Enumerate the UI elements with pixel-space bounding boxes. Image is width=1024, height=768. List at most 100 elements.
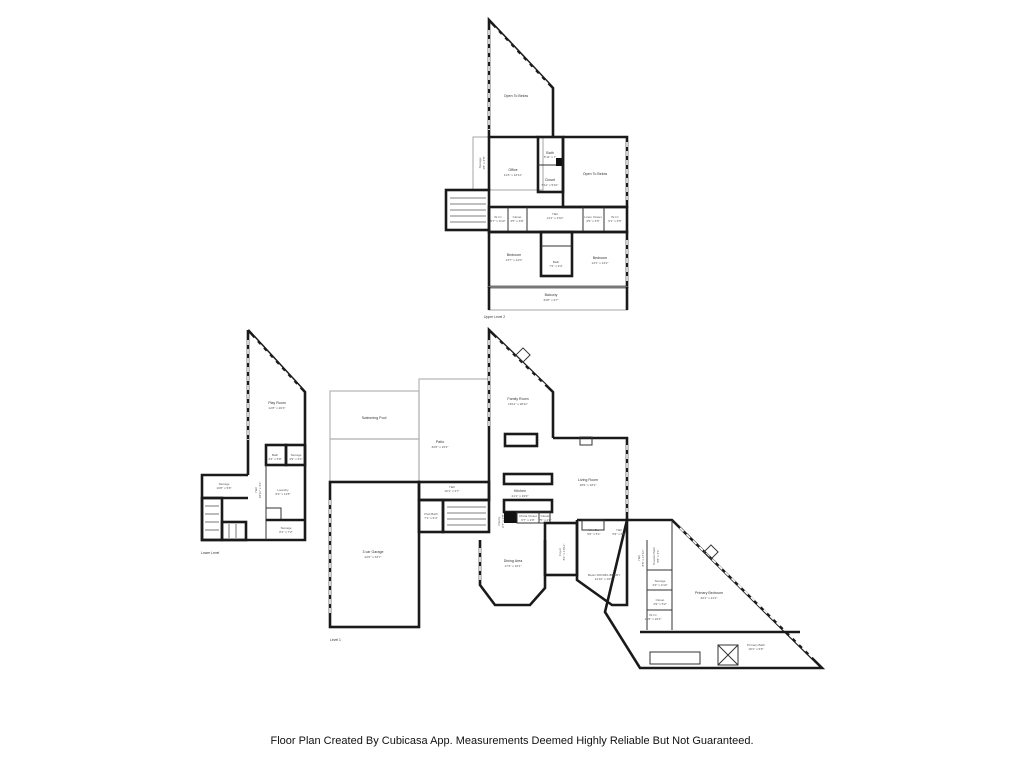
storage-l1-dim: 4'9" x 4'10": [652, 583, 667, 587]
hall-left-label: Hall: [449, 485, 455, 489]
svg-text:Family Room: Family Room: [507, 397, 528, 401]
play-room-dim: 12'8" x 20'3": [269, 406, 286, 410]
wic-l1-dim: 13'8" x 10'2": [645, 617, 662, 621]
svg-text:10'8" x 5'8": 10'8" x 5'8": [216, 486, 231, 490]
svg-text:4'4" x 5'8": 4'4" x 5'8": [268, 457, 282, 461]
pantry-dim: 6'7" x 2'8": [501, 514, 505, 528]
svg-text:4'9" x 4'10": 4'9" x 4'10": [652, 583, 667, 587]
svg-text:3 car Garage: 3 car Garage: [363, 550, 384, 554]
svg-text:Closet: Closet: [513, 215, 522, 219]
lower-hall-dim: 18'11" x 3'1": [258, 482, 262, 499]
lower-storage-small-dim: 4'9" x 5'1": [289, 457, 303, 461]
svg-text:Level 1: Level 1: [330, 638, 341, 642]
svg-text:Patio: Patio: [436, 440, 444, 444]
svg-text:18'11" x 3'1": 18'11" x 3'1": [258, 482, 262, 499]
lower-storage-left-label: Storage: [219, 482, 230, 486]
linen-closet-label: Linen Closet: [584, 215, 601, 219]
closet-left-dim: 3'5" x 3'8": [510, 219, 524, 223]
laundry-label: Laundry: [277, 488, 289, 492]
bedroom-left-dim: 13'7" x 12'0": [506, 258, 523, 262]
svg-text:Play Room: Play Room: [268, 401, 286, 405]
svg-text:33'8" x 4'7": 33'8" x 4'7": [543, 298, 558, 302]
svg-text:11'6" x 16'11": 11'6" x 16'11": [504, 173, 522, 177]
svg-text:4'8" x 2'8": 4'8" x 2'8": [482, 156, 486, 170]
svg-text:18'1" x 6'8": 18'1" x 6'8": [748, 647, 763, 651]
svg-text:Kitchen: Kitchen: [514, 489, 526, 493]
hall-right-label: Hall: [616, 528, 622, 532]
svg-text:Wet Bar: Wet Bar: [588, 528, 599, 532]
dining-area-dim: 17'4" x 16'1": [505, 564, 522, 568]
lower-bath-label: Bath: [272, 453, 279, 457]
kitchen-label: Kitchen: [514, 489, 526, 493]
level-1-stairs: [441, 498, 491, 534]
svg-text:Lower Level: Lower Level: [201, 551, 220, 555]
open-to-below-top-label: Open To Below: [504, 94, 529, 98]
svg-text:Swimming Pool: Swimming Pool: [362, 416, 387, 420]
svg-text:8'5" x 17'10": 8'5" x 17'10": [641, 550, 645, 567]
svg-text:Linen Closet: Linen Closet: [584, 215, 601, 219]
music-room-label: Music ROOM/LIBRARY: [588, 573, 621, 577]
svg-text:16'1" x 4'7": 16'1" x 4'7": [444, 489, 459, 493]
svg-text:Hall: Hall: [616, 528, 622, 532]
svg-text:Closet: Closet: [545, 178, 555, 182]
svg-text:Storage: Storage: [219, 482, 230, 486]
wic-left-dim: 5'7" x 3'10": [490, 219, 505, 223]
svg-text:22'6" x 33'7": 22'6" x 33'7": [365, 555, 382, 559]
svg-text:5'6" x 5'1": 5'6" x 5'1": [587, 532, 601, 536]
svg-text:Storage: Storage: [478, 157, 482, 168]
svg-text:5'11" x 5'10": 5'11" x 5'10": [542, 183, 559, 187]
svg-text:Bedroom: Bedroom: [507, 253, 522, 257]
svg-text:Dining Area: Dining Area: [504, 559, 523, 563]
upper-stairs: [444, 188, 491, 232]
svg-text:Hall: Hall: [637, 555, 641, 561]
svg-text:13'8" x 10'2": 13'8" x 10'2": [645, 617, 662, 621]
lower-level-plan: Play Room 12'8" x 20'3" Bath 4'4" x 5'8"…: [200, 329, 307, 555]
svg-text:4'9" x 5'1": 4'9" x 5'1": [289, 457, 303, 461]
kitchen-island: [503, 432, 539, 448]
svg-text:8'4" x 11'8": 8'4" x 11'8": [275, 492, 290, 496]
svg-text:Closet: Closet: [541, 514, 550, 518]
powder-bath-2-label: Powder Bath: [652, 547, 656, 565]
svg-text:Open To Below: Open To Below: [583, 172, 608, 176]
svg-text:Open To Below: Open To Below: [504, 94, 529, 98]
family-room-dim: 18'11" x 28'11": [508, 402, 528, 406]
dining-area-label: Dining Area: [504, 559, 523, 563]
svg-text:Storage: Storage: [281, 526, 292, 530]
primary-bath-label: Primary Bath: [747, 643, 765, 647]
svg-text:6'7" x 2'8": 6'7" x 2'8": [521, 518, 535, 522]
svg-text:8'1" x 7'2": 8'1" x 7'2": [279, 530, 293, 534]
svg-text:Primary Bedroom: Primary Bedroom: [695, 591, 723, 595]
garage-dim: 22'6" x 33'7": [365, 555, 382, 559]
svg-text:8'1" x 13'11": 8'1" x 13'11": [562, 544, 566, 561]
primary-bath-dim: 18'1" x 6'8": [748, 647, 763, 651]
svg-text:3'5" x 3'8": 3'5" x 3'8": [510, 219, 524, 223]
music-room-dim: 12'10" x 16'3": [595, 577, 614, 581]
upper-hall-label: Hall: [552, 212, 558, 216]
wic-right-dim: 5'1" x 3'5": [608, 219, 622, 223]
wic-l1-label: W.I.C: [649, 613, 657, 617]
open-to-below-top-walls: [487, 16, 555, 137]
svg-text:W.I.C: W.I.C: [494, 215, 502, 219]
svg-text:China Closet: China Closet: [519, 514, 537, 518]
hall-vertical-label: Hall: [637, 555, 641, 561]
closet-left-label: Closet: [513, 215, 522, 219]
bedroom-left-label: Bedroom: [507, 253, 522, 257]
lower-storage-left-dim: 10'8" x 5'8": [216, 486, 231, 490]
primary-suite-walls: [603, 518, 826, 670]
upper-level-caption: Upper Level 2: [484, 315, 505, 319]
svg-text:Pantry: Pantry: [497, 516, 501, 525]
bedroom-right-label: Bedroom: [593, 256, 608, 260]
upper-level-plan: Open To Below Open To Below Office 11'6"…: [444, 16, 629, 319]
svg-text:4'9" x 5'2": 4'9" x 5'2": [653, 602, 667, 606]
svg-text:Hall: Hall: [449, 485, 455, 489]
foyer-dim: 8'1" x 13'11": [562, 544, 566, 561]
footer-disclaimer: Floor Plan Created By Cubicasa App. Meas…: [270, 735, 754, 747]
svg-text:18'11" x 28'11": 18'11" x 28'11": [508, 402, 528, 406]
dining-area-walls: [478, 540, 547, 607]
svg-text:Laundry: Laundry: [277, 488, 289, 492]
garage-label: 3 car Garage: [363, 550, 384, 554]
bath-mid-label: Bath: [553, 260, 560, 264]
svg-text:5'7" x 3'10": 5'7" x 3'10": [490, 219, 505, 223]
wic-right-label: W.I.C: [611, 215, 619, 219]
